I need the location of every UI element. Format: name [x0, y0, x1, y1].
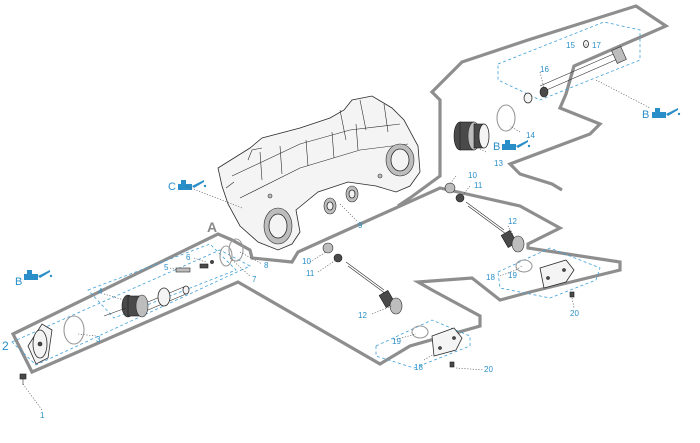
housing-casing [217, 95, 421, 251]
callout-2: 2 [2, 339, 9, 353]
cover-plate-right [515, 259, 575, 298]
callout-17: 17 [592, 41, 601, 50]
shaft-15 [523, 40, 627, 104]
callout-5: 5 [164, 263, 169, 272]
callout-11-upper: 11 [474, 181, 483, 190]
callout-15: 15 [566, 41, 575, 50]
seal-9 [323, 185, 359, 215]
group-box-18-bottom [375, 319, 471, 369]
callout-20-bottom: 20 [484, 365, 493, 374]
bearing-13 [453, 104, 516, 151]
callout-19-right: 19 [508, 271, 517, 280]
pins-5-6 [175, 260, 214, 273]
callout-16: 16 [540, 65, 549, 74]
screw-1 [19, 373, 27, 385]
oil-can-icon [24, 270, 53, 280]
callout-7: 7 [252, 275, 257, 284]
oil-can-icon [502, 140, 531, 150]
group-box-2 [11, 249, 251, 366]
left-shaft-assembly [103, 285, 190, 318]
leader-lines [22, 44, 651, 411]
o-rings-7-8 [219, 238, 244, 267]
oil-marker-right-mid: B [493, 141, 500, 153]
callout-14: 14 [526, 131, 535, 140]
oil-can-icon [178, 180, 207, 190]
group-box-4 [87, 243, 237, 319]
callout-8: 8 [264, 261, 269, 270]
callout-18-right: 18 [486, 273, 495, 282]
callout-9: 9 [358, 221, 363, 230]
oil-marker-right-top: B [642, 109, 649, 121]
right-shaft [444, 182, 525, 253]
cover-plate-bottom [411, 325, 463, 368]
callout-13: 13 [494, 159, 503, 168]
callout-10-upper: 10 [468, 171, 477, 180]
oil-marker-left: B [15, 276, 22, 288]
callout-3: 3 [96, 335, 101, 344]
callout-10-lower: 10 [302, 257, 311, 266]
oil-can-icon [652, 108, 681, 118]
lower-centre-shaft [322, 242, 403, 315]
section-label: A [207, 219, 217, 235]
callout-11-lower: 11 [306, 269, 315, 278]
callout-12-upper: 12 [508, 217, 517, 226]
group-box-18-right [497, 247, 601, 299]
callout-20-right: 20 [570, 309, 579, 318]
callout-18-bottom: 18 [414, 363, 423, 372]
callout-1: 1 [40, 411, 45, 420]
oil-marker-center: C [168, 181, 176, 193]
assembly-outline-upper [397, 4, 670, 208]
callout-19-bottom: 19 [392, 337, 401, 346]
left-cover [27, 315, 85, 365]
callout-4: 4 [98, 287, 103, 296]
callout-6: 6 [186, 253, 191, 262]
assembly-outline [10, 186, 622, 375]
callout-12-lower: 12 [358, 311, 367, 320]
